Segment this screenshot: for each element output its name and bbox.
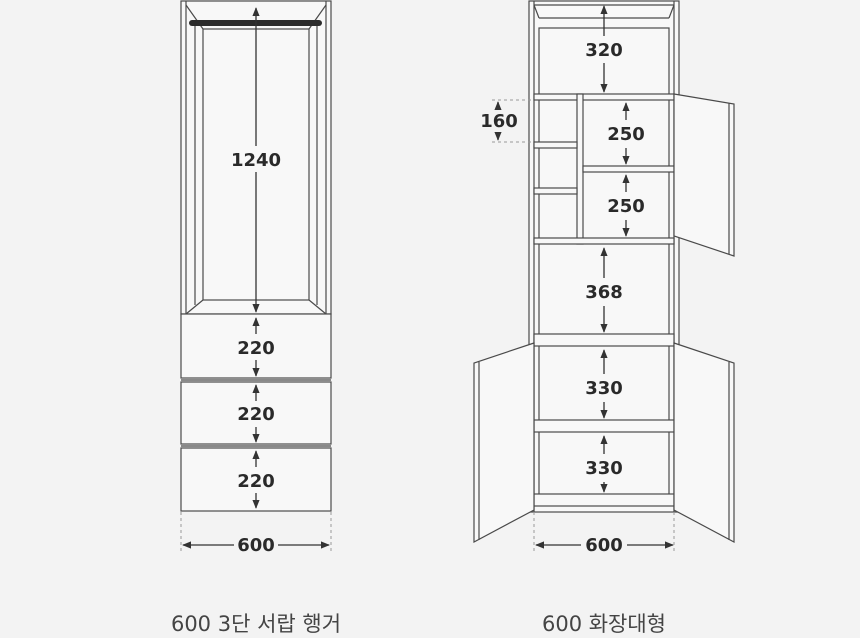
vanity-shelf — [533, 237, 675, 245]
hanger-extension-lines — [180, 512, 332, 552]
dim-label-middle: 368 — [585, 282, 623, 303]
vanity-shelf — [582, 165, 675, 173]
vanity-dimension-labels: 320 160 250 250 368 330 330 600 — [480, 40, 645, 556]
vanity-shelf — [533, 419, 675, 433]
dim-label-drawer3: 220 — [237, 471, 275, 492]
hanger-caption: 600 3단 서랍 행거 — [170, 612, 342, 636]
vanity-divider — [576, 93, 584, 245]
hanger-dimension-labels: 1240 220 220 220 600 — [231, 148, 281, 556]
vanity-shelf — [533, 141, 578, 149]
dim-label-lower1: 330 — [585, 378, 623, 399]
vanity-lower-left-door — [473, 342, 535, 543]
vanity-upper-right-door — [673, 93, 735, 257]
vanity-caption: 600 화장대형 — [541, 612, 667, 636]
dim-label-drawer2: 220 — [237, 404, 275, 425]
vanity-extension-lines — [492, 99, 675, 552]
vanity-lower-right-door — [673, 342, 735, 543]
dim-label-lower2: 330 — [585, 458, 623, 479]
dim-label-rod: 1240 — [231, 150, 281, 171]
hanger-dimension-lines — [182, 7, 330, 549]
vanity-shelf — [533, 333, 675, 347]
dim-label-top: 320 — [585, 40, 623, 61]
hanger-perspective-line — [185, 299, 204, 315]
vanity-bottom — [533, 493, 675, 507]
vanity-shelf — [533, 93, 675, 101]
vanity-dimension-lines — [494, 5, 674, 549]
dim-label-width: 600 — [585, 535, 623, 556]
dim-label-small-shelf: 160 — [480, 111, 518, 132]
vanity-shelf — [533, 187, 578, 195]
dim-label-door-upper1: 250 — [607, 124, 645, 145]
dim-label-door-upper2: 250 — [607, 196, 645, 217]
dim-label-width: 600 — [237, 535, 275, 556]
dim-label-drawer1: 220 — [237, 338, 275, 359]
hanger-perspective-line — [308, 299, 327, 315]
